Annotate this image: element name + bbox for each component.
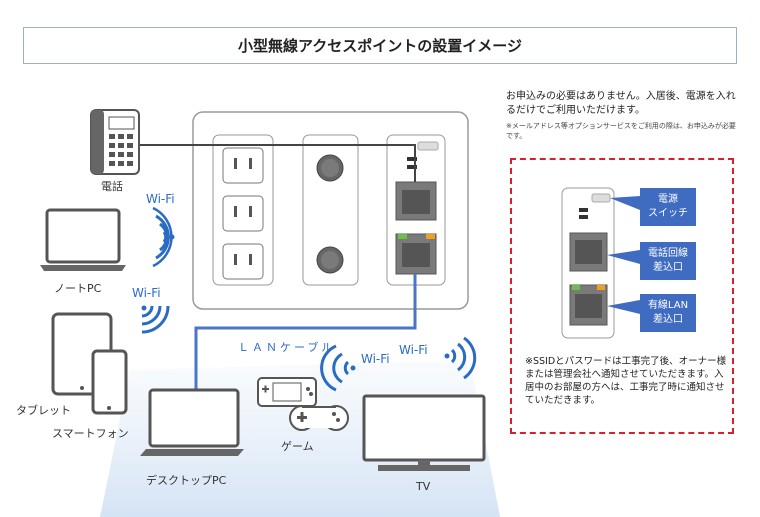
callout-lan-port: 有線LAN 差込口 — [640, 294, 696, 332]
label-notebook-pc: ノートPC — [54, 282, 102, 295]
label-tv: TV — [416, 480, 431, 493]
wifi-label: Wi-Fi — [361, 352, 390, 366]
wifi-label: Wi-Fi — [132, 286, 161, 300]
power-outlet — [222, 147, 264, 280]
callout-power-switch: 電源 スイッチ — [640, 188, 696, 226]
label-desktop-pc: デスクトップPC — [146, 474, 227, 487]
wifi-signal-icon — [141, 305, 170, 334]
smartphone-icon — [91, 349, 128, 415]
game-controller-icon — [289, 405, 349, 431]
callout-phone-port: 電話回線 差込口 — [640, 242, 696, 280]
telephone-icon — [90, 109, 140, 175]
tv-plate — [302, 134, 359, 286]
note-main: お申込みの必要はありません。入居後、電源を入れるだけでご利用いただけます。 — [506, 91, 736, 116]
tv-icon — [362, 394, 486, 471]
notebook-pc-icon — [40, 208, 126, 271]
callout-lan-port-text: 有線LAN 差込口 — [647, 300, 689, 325]
lan-cable — [194, 274, 417, 392]
ssid-note: ※SSIDとパスワードは工事完了後、オーナー様または管理会社へ通知させていただき… — [525, 356, 727, 406]
label-phone: 電話 — [101, 180, 123, 193]
detail-box — [510, 158, 734, 434]
wifi-label: Wi-Fi — [146, 192, 175, 206]
wifi-label: Wi-Fi — [399, 343, 428, 357]
diagram-title: 小型無線アクセスポイントの設置イメージ — [23, 27, 737, 64]
game-console-icon — [257, 377, 317, 407]
desktop-pc-icon — [140, 388, 244, 456]
callout-power-switch-text: 電源 スイッチ — [648, 194, 688, 219]
callout-phone-port-text: 電話回線 差込口 — [648, 248, 688, 273]
wifi-signal-icon — [152, 206, 173, 268]
phone-cable — [138, 144, 416, 182]
label-tablet: タブレット — [16, 404, 71, 417]
label-smartphone: スマートフォン — [52, 427, 129, 440]
power-switch — [417, 141, 439, 151]
wifi-signal-icon — [450, 336, 477, 380]
note-sub: ※メールアドレス等オプションサービスをご利用の際は、お申込みが必要です。 — [506, 122, 736, 140]
wifi-signal-icon — [320, 344, 350, 392]
lan-cable-label: ＬＡＮケーブル — [238, 341, 336, 354]
label-game: ゲーム — [281, 440, 314, 453]
